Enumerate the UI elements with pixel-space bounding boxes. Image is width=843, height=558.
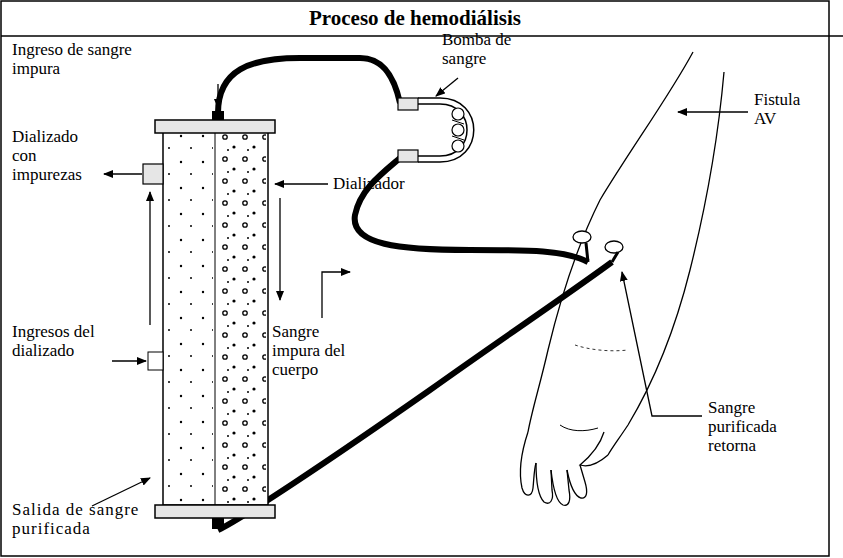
title-rule [1,35,843,37]
part-label: Salida de sangre purificada [12,500,190,538]
frame [1,1,829,556]
dialyzer [143,111,275,529]
part-label: Fistula AV [754,90,822,128]
part-label: Dializado con impurezas [12,127,94,184]
part-label: Bomba de sangre [442,30,542,68]
tube [355,158,588,262]
part-label: Dializador [333,174,405,193]
part-label: Sangre purificada retorna [708,398,826,455]
fistula-needles [573,231,623,262]
tube [218,58,400,113]
tube [218,262,612,530]
diagram-title: Proceso de hemodiálisis [0,6,830,31]
part-label: Sangre impura del cuerpo [272,322,354,379]
blood-pump [398,98,474,162]
part-label: Ingresos del dializado [12,322,124,360]
part-label: Ingreso de sangre impura [12,40,162,78]
arm [520,52,724,505]
leader-arrows [92,78,748,506]
